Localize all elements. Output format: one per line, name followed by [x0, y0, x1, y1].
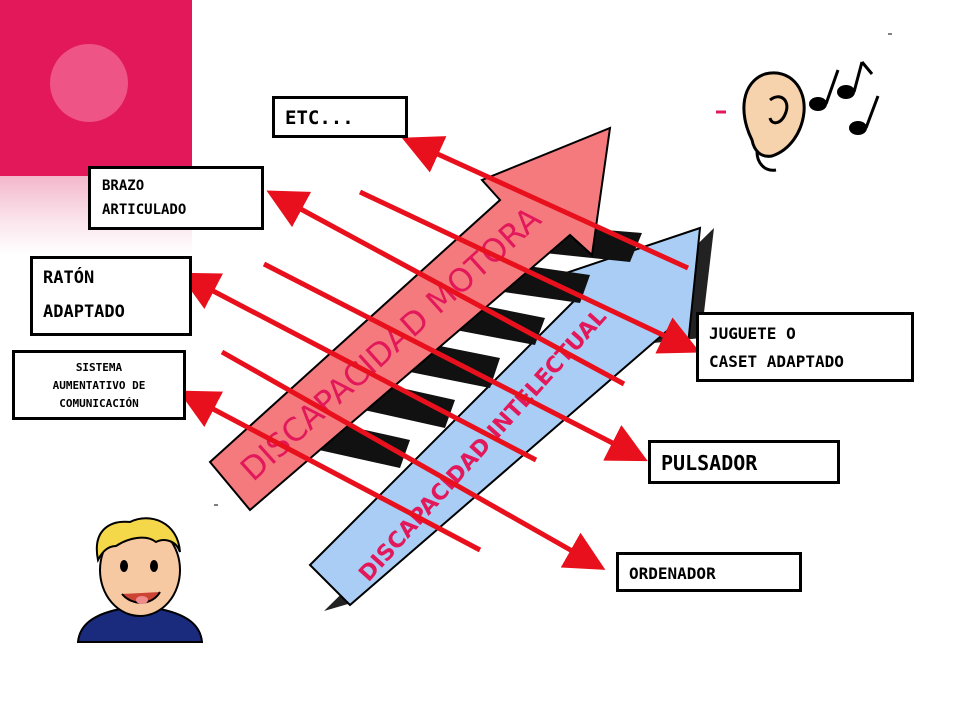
raton-adaptado-box: RATÓN ADAPTADO: [30, 256, 192, 336]
sistema-aumentativo-box: SISTEMA AUMENTATIVO DE COMUNICACIÓN: [12, 350, 186, 420]
etc-box: ETC...: [272, 96, 408, 138]
ear-with-music-notes-icon: [716, 61, 880, 172]
juguete-line-1: JUGUETE O: [709, 324, 796, 343]
raton-line-2: ADAPTADO: [43, 302, 125, 322]
ordenador-label: ORDENADOR: [629, 564, 716, 583]
connector-arrows: [178, 136, 701, 570]
motora-arrow: [208, 126, 612, 512]
juguete-line-2: CASET ADAPTADO: [709, 352, 844, 371]
sistema-line-1: SISTEMA: [75, 361, 123, 374]
etc-label: ETC...: [285, 107, 354, 129]
pulsador-label: PULSADOR: [661, 451, 758, 475]
sistema-line-2: AUMENTATIVO DE: [52, 379, 146, 392]
decorative-circle: [50, 44, 128, 122]
brazo-line-1: BRAZO: [102, 178, 145, 194]
raton-line-1: RATÓN: [43, 268, 95, 288]
sistema-line-3: COMUNICACIÓN: [59, 397, 139, 410]
pulsador-box: PULSADOR: [648, 440, 840, 484]
brazo-articulado-box: BRAZO ARTICULADO: [88, 166, 264, 230]
smiling-boy-icon: [76, 517, 204, 643]
juguete-caset-box: JUGUETE O CASET ADAPTADO: [696, 312, 914, 382]
brazo-line-2: ARTICULADO: [102, 202, 187, 218]
ordenador-box: ORDENADOR: [616, 552, 802, 592]
